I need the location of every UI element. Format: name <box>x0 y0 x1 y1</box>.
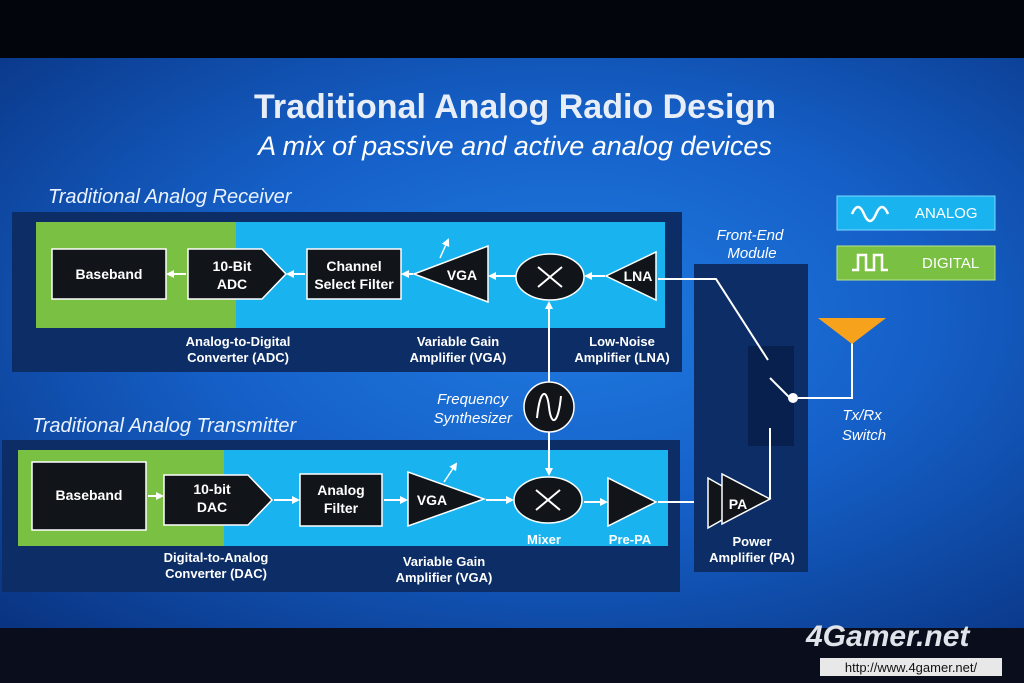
rx-baseband-label: Baseband <box>76 266 143 282</box>
rx-filter-block <box>306 248 402 300</box>
tx-dac-block <box>163 474 274 526</box>
antenna-icon <box>818 318 886 344</box>
sine-wave-icon <box>850 205 890 223</box>
tx-dac-caption-2: Converter (DAC) <box>165 566 267 581</box>
tx-dac-line1: 10-bit <box>193 481 231 497</box>
rx-vga-caption-2: Amplifier (VGA) <box>410 350 507 365</box>
tx-filter-line2: Filter <box>324 500 359 516</box>
legend-digital: DIGITAL <box>836 245 996 281</box>
tx-prepa-caption: Pre-PA <box>609 532 652 547</box>
tx-multiply-icon <box>535 489 561 511</box>
switch-blade <box>769 377 791 399</box>
rx-lna-caption-1: Low-Noise <box>589 334 655 349</box>
square-wave-icon <box>852 253 888 272</box>
synth-sine-icon <box>536 393 562 421</box>
tx-vga-caption-1: Variable Gain <box>403 554 485 569</box>
frontend-title-2: Module <box>727 245 776 262</box>
frontend-title-1: Front-End <box>717 227 784 244</box>
pa-label: PA <box>729 496 747 512</box>
pa-caption-2: Amplifier (PA) <box>709 550 795 565</box>
rx-filter-line1: Channel <box>326 258 381 274</box>
rx-multiply-icon <box>537 266 563 288</box>
tx-baseband-block <box>31 461 147 531</box>
switch-to-antenna-wire <box>798 340 853 399</box>
slide-title: Traditional Analog Radio Design <box>254 88 776 126</box>
tx-mixer-caption: Mixer <box>527 532 561 547</box>
rx-adc-line1: 10-Bit <box>213 258 252 274</box>
rx-lna-block <box>604 250 657 302</box>
rx-baseband-block <box>51 248 167 300</box>
pa-caption-1: Power <box>732 534 771 549</box>
lna-to-switch-wire <box>658 278 769 361</box>
tx-baseband-label: Baseband <box>56 487 123 503</box>
rx-lna-caption-2: Amplifier (LNA) <box>574 350 669 365</box>
synth-label-2: Synthesizer <box>434 410 513 427</box>
slide-subtitle: A mix of passive and active analog devic… <box>256 131 772 161</box>
watermark-logo: 4Gamer.net <box>805 620 971 653</box>
rx-vga-gain-arrow <box>439 238 450 259</box>
legend-digital-label: DIGITAL <box>922 255 979 272</box>
tx-filter-line1: Analog <box>317 482 364 498</box>
tx-mixer <box>513 476 583 524</box>
rx-adc-line2: ADC <box>217 276 247 292</box>
rx-lna-label: LNA <box>624 268 653 284</box>
rx-filter-line2: Select Filter <box>314 276 394 292</box>
legend-analog-label: ANALOG <box>915 205 978 222</box>
tx-vga-label: VGA <box>417 492 447 508</box>
receiver-heading: Traditional Analog Receiver <box>48 186 293 208</box>
synth-label-1: Frequency <box>437 391 509 408</box>
rx-mixer <box>515 253 585 301</box>
watermark-url: http://www.4gamer.net/ <box>845 660 978 675</box>
transmitter-heading: Traditional Analog Transmitter <box>32 415 298 437</box>
legend-analog: ANALOG <box>836 195 996 231</box>
frequency-synthesizer <box>523 381 575 433</box>
tx-filter-block <box>299 473 383 527</box>
tx-vga-block <box>407 470 487 528</box>
rx-adc-caption-1: Analog-to-Digital <box>186 334 291 349</box>
tx-dac-caption-1: Digital-to-Analog <box>164 550 269 565</box>
power-amplifier <box>707 472 772 530</box>
rx-adc-block <box>187 248 288 300</box>
rx-vga-caption-1: Variable Gain <box>417 334 499 349</box>
rx-adc-caption-2: Converter (ADC) <box>187 350 289 365</box>
tx-dac-line2: DAC <box>197 499 227 515</box>
switch-caption-1: Tx/Rx <box>842 407 882 424</box>
rx-vga-label: VGA <box>447 267 477 283</box>
tx-vga-caption-2: Amplifier (VGA) <box>396 570 493 585</box>
tx-prepa-block <box>607 476 658 528</box>
tx-vga-gain-arrow <box>443 462 458 483</box>
switch-caption-2: Switch <box>842 427 886 444</box>
watermark-url-box <box>820 658 1002 676</box>
top-dark-band <box>0 0 1024 58</box>
switch-pivot <box>788 393 798 403</box>
